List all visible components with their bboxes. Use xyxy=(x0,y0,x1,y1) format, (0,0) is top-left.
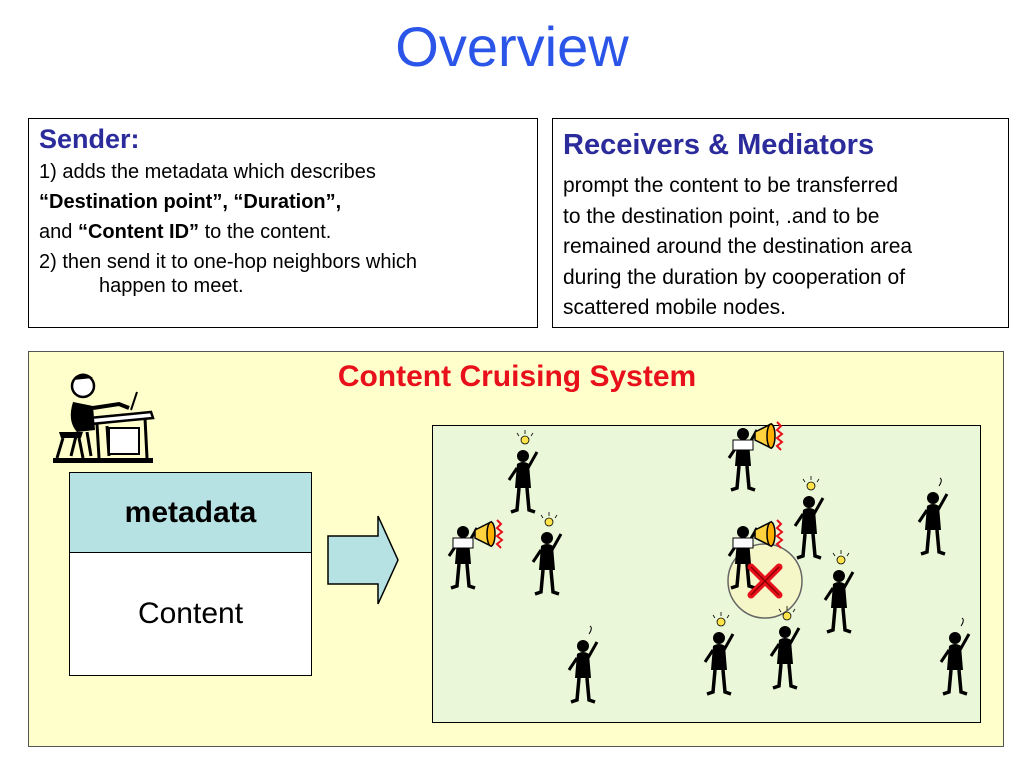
sender-line-3-bold: “Content ID” xyxy=(77,221,200,243)
destination-x-icon xyxy=(747,563,783,599)
receivers-heading: Receivers & Mediators xyxy=(563,129,875,161)
person-thinking-icon xyxy=(917,477,949,556)
receivers-box: Receivers & Mediators prompt the content… xyxy=(552,118,1009,328)
sender-line-3: and “Content ID” to the content. xyxy=(39,220,527,244)
person-with-lightbulb-icon xyxy=(769,606,801,690)
person-writing-at-desk-icon xyxy=(53,373,155,463)
packet-metadata: metadata xyxy=(70,473,311,553)
receivers-line: scattered mobile nodes. xyxy=(563,296,786,319)
person-thinking-icon xyxy=(939,617,971,696)
receivers-line: remained around the destination area xyxy=(563,235,913,258)
sender-line-1: 1) adds the metadata which describes xyxy=(39,161,376,183)
page-title: Overview xyxy=(395,15,629,78)
person-thinking-icon xyxy=(567,625,599,704)
sender-line-4: 2) then send it to one-hop neighbors whi… xyxy=(39,251,418,273)
sender-line-2-bold: “Destination point”, “Duration”, xyxy=(39,191,342,213)
nodes-layer xyxy=(447,421,971,704)
content-packet: metadata Content xyxy=(69,472,312,676)
sender-box: Sender: 1) adds the metadata which descr… xyxy=(28,118,538,328)
packet-content: Content xyxy=(137,597,244,630)
sender-line-3-suffix: to the content. xyxy=(199,221,332,243)
receivers-line: during the duration by cooperation of xyxy=(563,265,906,289)
sender-line-3-prefix: and xyxy=(39,221,78,243)
receivers-body: prompt the content to be transferred to … xyxy=(563,171,998,324)
person-with-megaphone-icon xyxy=(727,519,784,590)
system-title: Content Cruising System xyxy=(337,360,697,393)
person-with-lightbulb-icon xyxy=(507,430,539,514)
sender-heading: Sender: xyxy=(39,124,140,154)
receivers-line: prompt the content to be transferred xyxy=(563,174,899,197)
person-with-lightbulb-icon xyxy=(703,612,735,696)
content-cruising-panel: Content Cruising System metadata Content xyxy=(28,351,1004,747)
person-with-megaphone-icon xyxy=(447,519,504,590)
person-with-lightbulb-icon xyxy=(793,476,825,560)
person-with-lightbulb-icon xyxy=(823,550,855,634)
sender-line-2: “Destination point”, “Duration”, xyxy=(39,190,527,214)
right-arrow-icon xyxy=(327,515,399,605)
mobile-nodes-field xyxy=(432,421,981,723)
person-with-lightbulb-icon xyxy=(531,512,563,596)
sender-line-5: happen to meet. xyxy=(99,275,244,297)
receivers-line: to the destination point, .and to be xyxy=(563,204,880,228)
person-with-megaphone-icon xyxy=(727,421,784,492)
